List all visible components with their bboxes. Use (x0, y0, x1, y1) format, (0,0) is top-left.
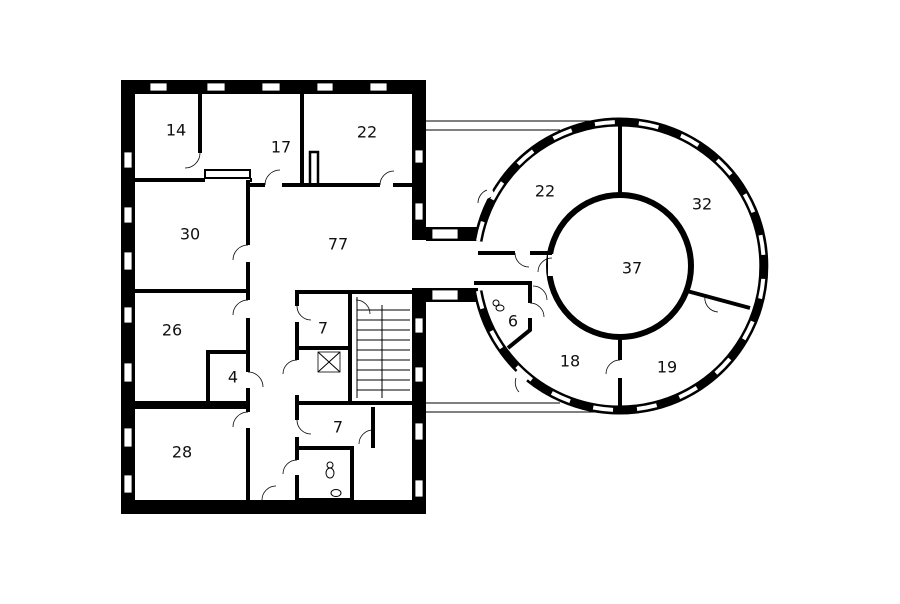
elevator-icon (317, 351, 341, 373)
room-7-label: 7 (318, 319, 328, 338)
outer-walls (121, 80, 478, 514)
interior-walls (135, 94, 412, 514)
room-18-label: 18 (560, 352, 580, 371)
stairs-icon (356, 297, 410, 398)
room-28-label: 28 (172, 443, 192, 462)
room-6-label: 6 (508, 312, 518, 331)
bridge-lines (426, 120, 600, 413)
room-4-label: 4 (228, 368, 238, 387)
room-14-label: 14 (166, 121, 186, 140)
room-19-label: 19 (657, 358, 677, 377)
room-7b-label: 7 (333, 418, 343, 437)
room-77-label: 77 (328, 235, 348, 254)
room-17-label: 17 (271, 138, 291, 157)
room-37-label: 37 (622, 259, 642, 278)
room-22b-label: 22 (535, 182, 555, 201)
windows (123, 82, 424, 498)
toilet-icon (492, 299, 505, 312)
room-32-label: 32 (692, 195, 712, 214)
room-22-label: 22 (357, 123, 377, 142)
toilet-icon (325, 461, 342, 497)
room-30-label: 30 (180, 225, 200, 244)
room-26-label: 26 (162, 321, 182, 340)
room-labels: 14 17 22 30 77 26 4 7 7 28 22 32 37 6 18… (162, 121, 712, 462)
round-building (473, 117, 769, 415)
door-icon (184, 152, 395, 501)
